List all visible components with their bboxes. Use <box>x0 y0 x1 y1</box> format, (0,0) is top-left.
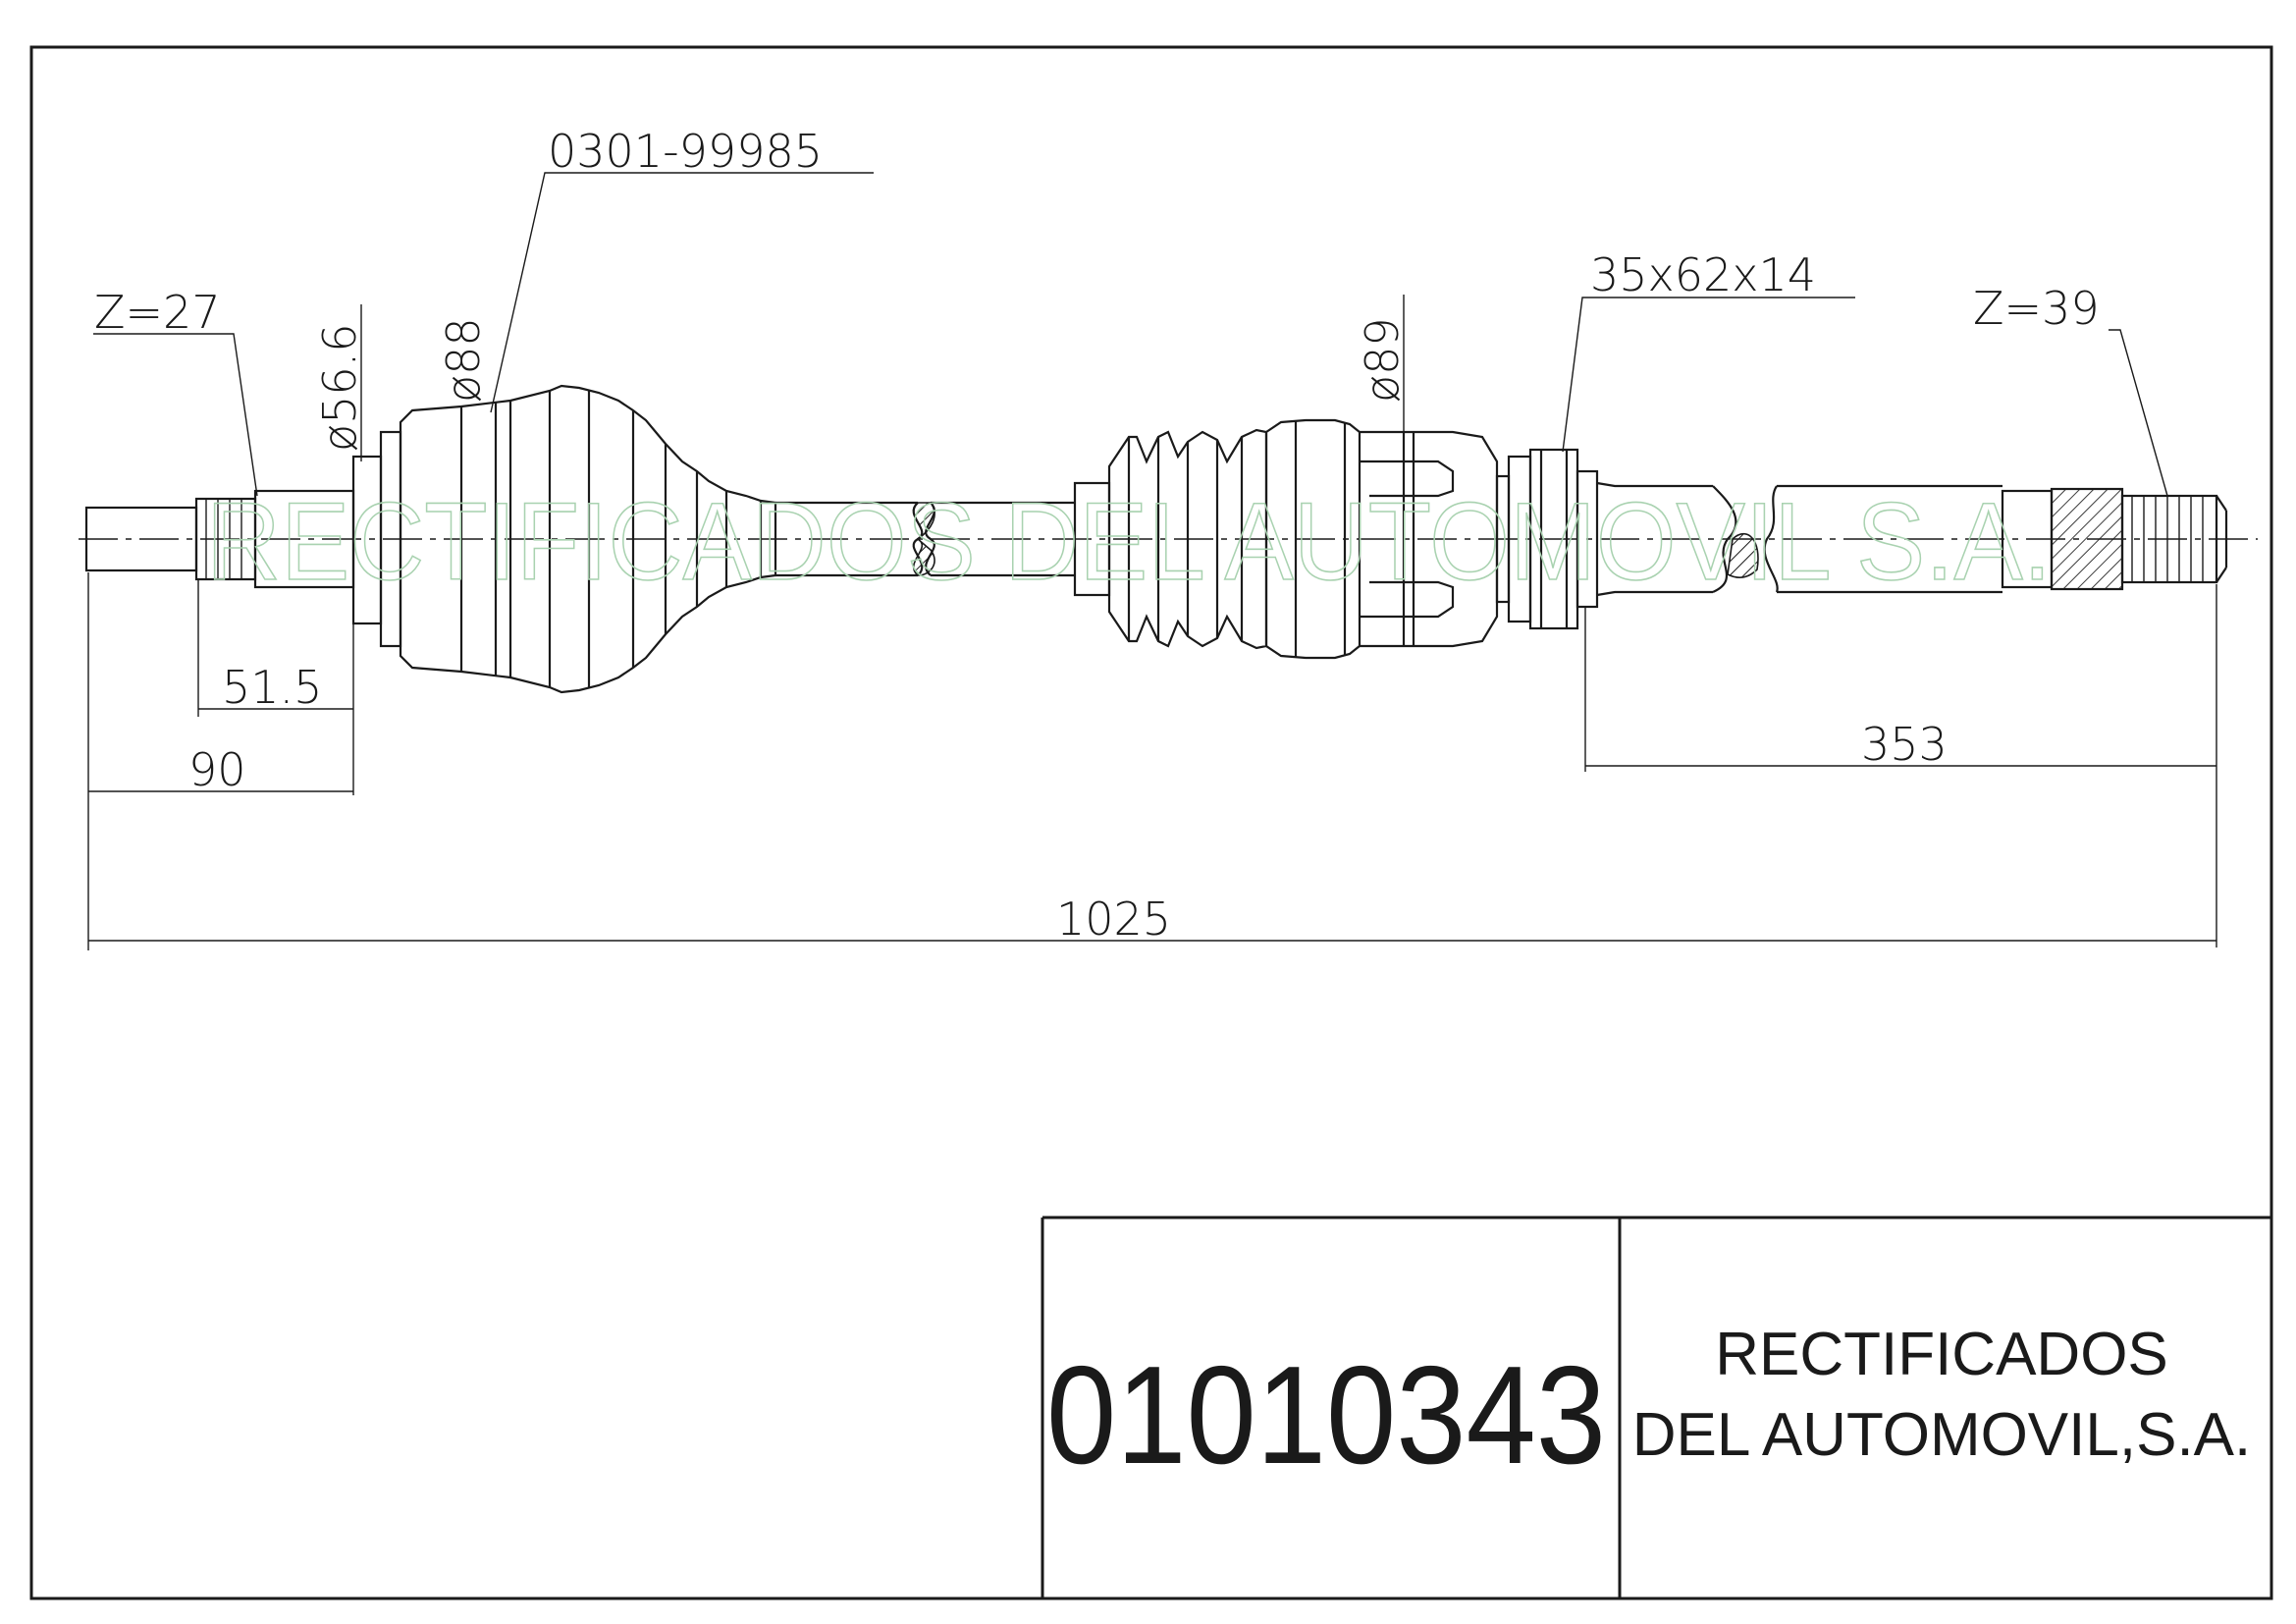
label-dia-89: ø89 <box>1356 317 1409 403</box>
leader-z27 <box>93 333 258 497</box>
leader-bearing <box>1562 297 1855 453</box>
drawing-frame <box>29 45 2273 1600</box>
part-number: 01010343 <box>1046 1337 1606 1493</box>
inner-joint-housing <box>1264 418 1499 660</box>
dim-90-text: 90 <box>188 743 246 796</box>
dim-353-text: 353 <box>1861 718 1948 771</box>
right-shaft <box>1596 481 2054 597</box>
right-spline <box>2050 487 2228 591</box>
label-dia-566: ø56.6 <box>313 323 366 452</box>
dim-90 <box>87 572 353 950</box>
company-name-line2: DEL AUTOMOVIL,S.A. <box>1632 1401 2252 1469</box>
inner-cv-boot <box>1073 428 1268 650</box>
label-part-ref: 0301-99985 <box>548 125 823 178</box>
label-bearing: 35x62x14 <box>1590 248 1816 301</box>
label-dia-88: ø88 <box>437 317 490 403</box>
company-name-line1: RECTIFICADOS <box>1715 1321 2168 1388</box>
dim-1025-text: 1025 <box>1056 893 1171 946</box>
title-block <box>1041 1216 2271 1598</box>
intermediate-shaft <box>775 501 1075 577</box>
label-z39: Z=39 <box>1973 282 2100 335</box>
dim-51-5 <box>197 579 354 795</box>
leader-z39 <box>2109 329 2168 497</box>
dim-353 <box>1584 584 2217 947</box>
watermark: RECTIFICADOS DEL AUTOMOVIL S.A. <box>206 480 2052 603</box>
leader-part-ref <box>490 172 874 413</box>
bearing <box>1495 448 1599 630</box>
label-z27: Z=27 <box>94 286 221 339</box>
dim-51-5-text: 51.5 <box>222 661 322 714</box>
left-stub-shaft <box>84 430 402 648</box>
